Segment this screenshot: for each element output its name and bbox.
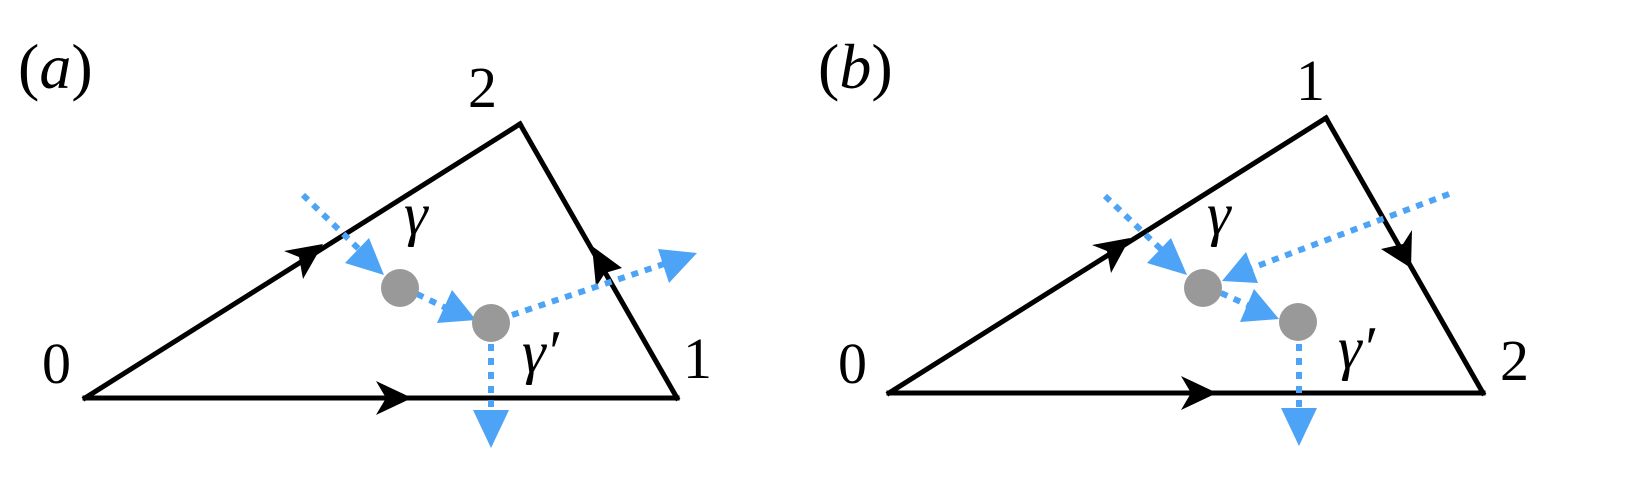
- panel-b-vertex-gamma-prime: [1279, 303, 1317, 341]
- panel-a-gamma-prime-label: γ′: [522, 319, 560, 385]
- panel-a-arrow-edge-1-2: [592, 246, 622, 287]
- panel-b-photon-internal-arrowhead: [1240, 289, 1279, 322]
- panel-a-vertex-gamma: [381, 269, 419, 307]
- panel-a-photon-out-right: [511, 261, 665, 318]
- panel-b-edge-0-1: [885, 114, 1330, 397]
- panel-a-photon-internal: [415, 291, 448, 311]
- panel-b-arrow-edge-0-2: [1181, 376, 1217, 410]
- panel-a-vertex-label-right: 1: [683, 326, 712, 391]
- panel-a-vertex-label-top: 2: [468, 55, 497, 120]
- panel-a-label-close: ): [71, 31, 92, 102]
- panel-a-gamma-label: γ: [404, 181, 429, 247]
- panel-a-label-open: (: [18, 31, 39, 102]
- panel-b-arrow-edge-0-1: [1092, 238, 1130, 273]
- panel-b-photon-in-right-arrowhead: [1222, 252, 1258, 283]
- panel-a-label-letter: a: [39, 31, 71, 102]
- panel-b-photon-in-left: [1102, 193, 1169, 257]
- panel-a-photon-in-arrowhead: [345, 238, 384, 275]
- panel-a-label: (a): [18, 31, 93, 102]
- panel-b-label-letter: b: [839, 31, 871, 102]
- panel-a-photon-internal-arrowhead: [437, 290, 476, 323]
- panel-b-photon-in-right: [1250, 191, 1451, 271]
- panel-b-vertex-label-top: 1: [1296, 48, 1325, 113]
- panel-a-vertex-label-left: 0: [42, 331, 71, 396]
- panel-b-label-close: ): [871, 31, 892, 102]
- panel-b-vertex-label-right: 2: [1500, 328, 1529, 393]
- panel-a-vertex-gamma-prime: [472, 304, 510, 342]
- panel-b-gamma-label: γ: [1207, 181, 1232, 247]
- panel-a-photon-out-right-arrowhead: [658, 249, 697, 283]
- panel-a-arrow-edge-0-2: [284, 244, 323, 279]
- panel-b-label: (b): [818, 31, 893, 102]
- panel-b-photon-out-down-arrowhead: [1281, 408, 1317, 446]
- panel-b-arrow-edge-1-2: [1381, 230, 1412, 268]
- panel-a-photon-out-down-arrowhead: [473, 410, 509, 448]
- panel-b-vertex-gamma: [1184, 269, 1222, 307]
- panel-b: (b) 0 1 2 γ γ′: [818, 31, 1529, 446]
- panel-b-photon-internal: [1219, 290, 1254, 310]
- panel-a: (a) 0 2 1 γ γ′: [18, 31, 712, 448]
- panel-b-vertex-label-left: 0: [838, 331, 867, 396]
- panel-b-photon-in-left-arrowhead: [1147, 238, 1187, 275]
- panel-b-gamma-prime-label: γ′: [1338, 315, 1376, 381]
- panel-a-arrow-edge-0-1: [376, 381, 412, 415]
- panel-a-photon-in: [300, 192, 367, 257]
- panel-b-label-open: (: [818, 31, 839, 102]
